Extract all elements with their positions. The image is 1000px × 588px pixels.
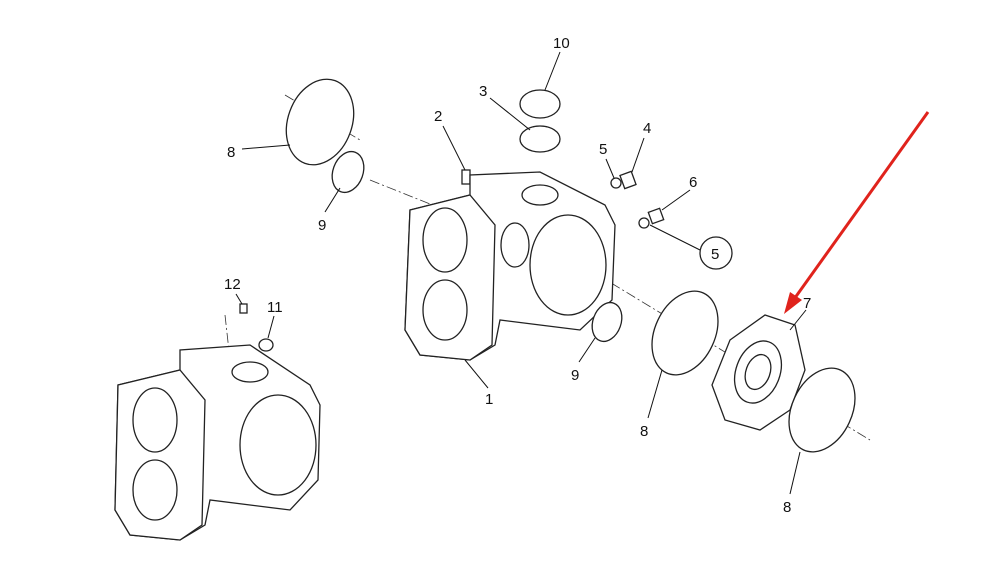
label-2: 2: [434, 108, 442, 125]
snap-ring-10: [519, 89, 561, 119]
housing-reference: [114, 344, 321, 541]
plug-11: [258, 338, 274, 352]
label-12: 12: [224, 276, 241, 293]
label-7: 7: [803, 295, 811, 312]
o-ring-9-lower: [591, 301, 623, 343]
label-5-circled: 5: [711, 246, 719, 263]
label-8-lower: 8: [783, 499, 791, 516]
o-ring-9-upper: [331, 150, 365, 194]
label-11: 11: [267, 299, 283, 316]
o-ring-8-lower: [788, 367, 856, 453]
label-5: 5: [599, 141, 607, 158]
label-3: 3: [479, 83, 487, 100]
housing-1: [404, 171, 616, 361]
label-9-upper: 9: [318, 217, 326, 234]
o-ring-8-upper: [285, 78, 355, 166]
plug-4: [619, 170, 637, 190]
cover-3: [519, 125, 561, 153]
plug-6: [647, 207, 665, 225]
label-4: 4: [643, 120, 651, 137]
washer-5b: [638, 217, 650, 229]
label-6: 6: [689, 174, 697, 191]
o-ring-8-mid: [651, 290, 719, 376]
breather-2: [461, 169, 471, 185]
label-1: 1: [485, 391, 493, 408]
cover-7: [711, 314, 806, 431]
label-8-upper: 8: [227, 144, 235, 161]
callout-circle-5: [699, 236, 733, 270]
plug-12: [239, 303, 248, 314]
label-9-lower: 9: [571, 367, 579, 384]
label-8-mid: 8: [640, 423, 648, 440]
leader-lines: [235, 51, 807, 495]
washer-5: [610, 177, 622, 189]
red-arrow-indicator: [784, 111, 930, 314]
label-10: 10: [553, 35, 570, 52]
